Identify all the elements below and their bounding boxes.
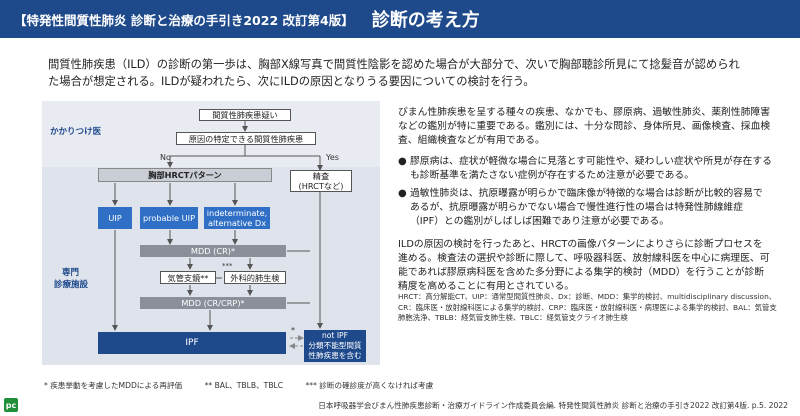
node-uip: UIP: [98, 207, 132, 229]
bullet-collagen: ● 膠原病は、症状が軽微な場合に見落とす可能性や、疑わしい症状や所見が存在するも…: [398, 155, 772, 183]
node-detailed-exam: 精査 (HRCTなど): [290, 170, 352, 192]
zone-primary-label: かかりつけ医: [50, 127, 102, 137]
explanation-paragraph-1: びまん性肺疾患を呈する種々の疾患、なかでも、膠原病、過敏性肺炎、薬剤性肺障害など…: [398, 107, 771, 147]
footnote-2: ** BAL、TBLB、TBLC: [204, 381, 284, 390]
source-citation: 日本呼吸器学会びまん性肺疾患診断・治療ガイドライン作成委員会編. 特発性間質性肺…: [318, 401, 788, 410]
detail-label-1: 精査: [312, 171, 330, 181]
zone-specialist-label-1: 専門: [62, 268, 80, 278]
footnote-1: * 疾患挙動を考慮したMDDによる再評価: [44, 381, 183, 390]
node-not-ipf: not IPF 分類不能型間質 性肺疾患を含む: [304, 330, 366, 362]
explanation-panel: びまん性肺疾患を呈する種々の疾患、なかでも、膠原病、過敏性肺炎、薬剤性肺障害など…: [398, 106, 772, 300]
label-yes: Yes: [326, 153, 339, 162]
zone-specialist-label-2: 診療施設: [54, 280, 89, 290]
bullet-dot-icon: ●: [398, 155, 407, 167]
footnote-3: *** 診断の確診度が高くなければ考慮: [305, 381, 434, 390]
label-no: No: [160, 153, 171, 162]
node-hrct-pattern: 胸部HRCTパターン: [98, 168, 272, 182]
label-triple-star: ***: [222, 262, 233, 270]
indeterminate-line-1: indeterminate,: [206, 208, 268, 218]
node-cause-check: 原因の特定できる間質性肺疾患: [176, 132, 316, 145]
header-subtitle: 【特発性間質性肺炎 診断と治療の手引き2022 改訂第4版】: [14, 12, 354, 28]
not-ipf-line-3: 性肺疾患を含む: [308, 351, 362, 360]
publisher-logo-icon: pc: [4, 398, 18, 412]
node-surgical-biopsy: 外科的肺生検: [224, 271, 286, 284]
footnotes: * 疾患挙動を考慮したMDDによる再評価 ** BAL、TBLB、TBLC **…: [44, 380, 453, 391]
node-suspect-ild: 間質性肺疾患疑い: [199, 109, 291, 121]
node-ipf: IPF: [98, 332, 286, 354]
detail-label-2: (HRCTなど): [298, 181, 344, 191]
node-mdd-crp: MDD (CR/CRP)*: [140, 297, 286, 309]
not-ipf-line-2: 分類不能型間質: [308, 341, 362, 350]
intro-text: 間質性肺疾患（ILD）の診断の第一歩は、胸部X線写真で間質性陰影を認めた場合が大…: [48, 58, 740, 88]
node-bronchoscopy: 気管支鏡**: [160, 271, 216, 284]
bullet-dot-icon: ●: [398, 188, 407, 200]
explanation-paragraph-2: ILDの原因の検討を行ったあと、HRCTの画像パターンによりさらに診断プロセスを…: [398, 238, 770, 293]
bullet-collagen-text: 膠原病は、症状が軽微な場合に見落とす可能性や、疑わしい症状や所見が存在するも診断…: [410, 155, 772, 181]
header-bar: 【特発性間質性肺炎 診断と治療の手引き2022 改訂第4版】 診断の考え方: [0, 0, 800, 38]
node-mdd-cr: MDD (CR)*: [140, 245, 286, 257]
node-probable-uip: probable UIP: [140, 207, 198, 229]
indeterminate-line-2: alternative Dx: [207, 218, 267, 228]
abbreviations: HRCT：高分解能CT、UIP：通常型間質性肺炎、Dx：診断、MDD：集学的検討…: [398, 292, 777, 323]
not-ipf-line-1: not IPF: [321, 331, 349, 340]
bullet-hypersensitivity: ● 過敏性肺炎は、抗原曝露が明らかで臨床像が特徴的な場合は診断が比較的容易である…: [398, 187, 772, 230]
bullet-hypersensitivity-text: 過敏性肺炎は、抗原曝露が明らかで臨床像が特徴的な場合は診断が比較的容易であるが、…: [410, 188, 763, 228]
label-single-star: *: [291, 326, 295, 335]
node-indeterminate: indeterminate, alternative Dx: [204, 207, 270, 229]
page-title: 診断の考え方: [371, 10, 480, 31]
